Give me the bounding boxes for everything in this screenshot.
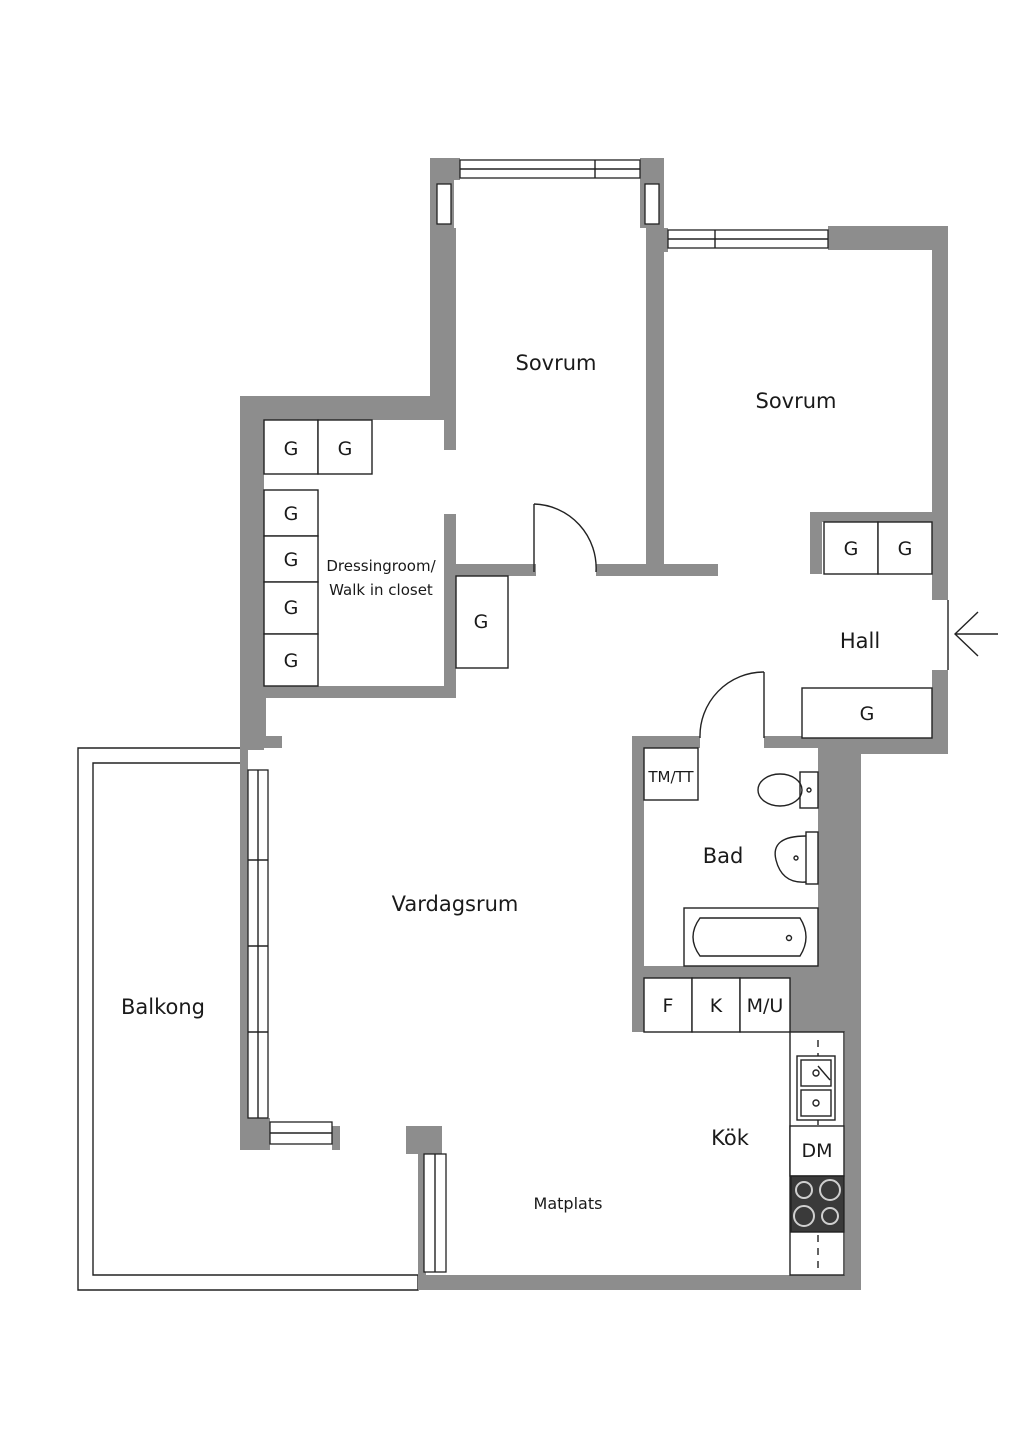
label-vardagsrum: Vardagsrum [392,892,519,916]
doors [533,503,949,739]
label-kok: Kök [711,1126,750,1150]
label-wardrobe: G [474,611,489,633]
label-wardrobe: G [284,597,299,619]
entrance-arrow-icon [953,611,998,657]
label-microwave-oven: M/U [747,995,784,1017]
label-matplats: Matplats [534,1194,603,1213]
label-dishwasher: DM [801,1140,832,1162]
label-wardrobe: G [284,650,299,672]
windows [247,159,829,1273]
label-sovrum-2: Sovrum [755,389,836,413]
label-dressingroom-line1: Dressingroom/ [326,557,436,575]
label-freezer: K [710,995,723,1017]
label-wardrobe: G [284,503,299,525]
label-dressingroom-line2: Walk in closet [329,581,433,599]
label-bad: Bad [703,844,744,868]
label-washer: TM/TT [647,768,694,786]
label-balkong: Balkong [121,995,205,1019]
label-wardrobe: G [338,438,353,460]
label-wardrobe: G [284,549,299,571]
label-wardrobe: G [898,538,913,560]
fixtures [263,419,933,1276]
label-wardrobe: G [284,438,299,460]
walls [240,158,948,1290]
label-hall: Hall [840,629,880,653]
label-fridge: F [663,995,674,1017]
label-wardrobe: G [844,538,859,560]
label-sovrum-1: Sovrum [515,351,596,375]
label-wardrobe: G [860,703,875,725]
